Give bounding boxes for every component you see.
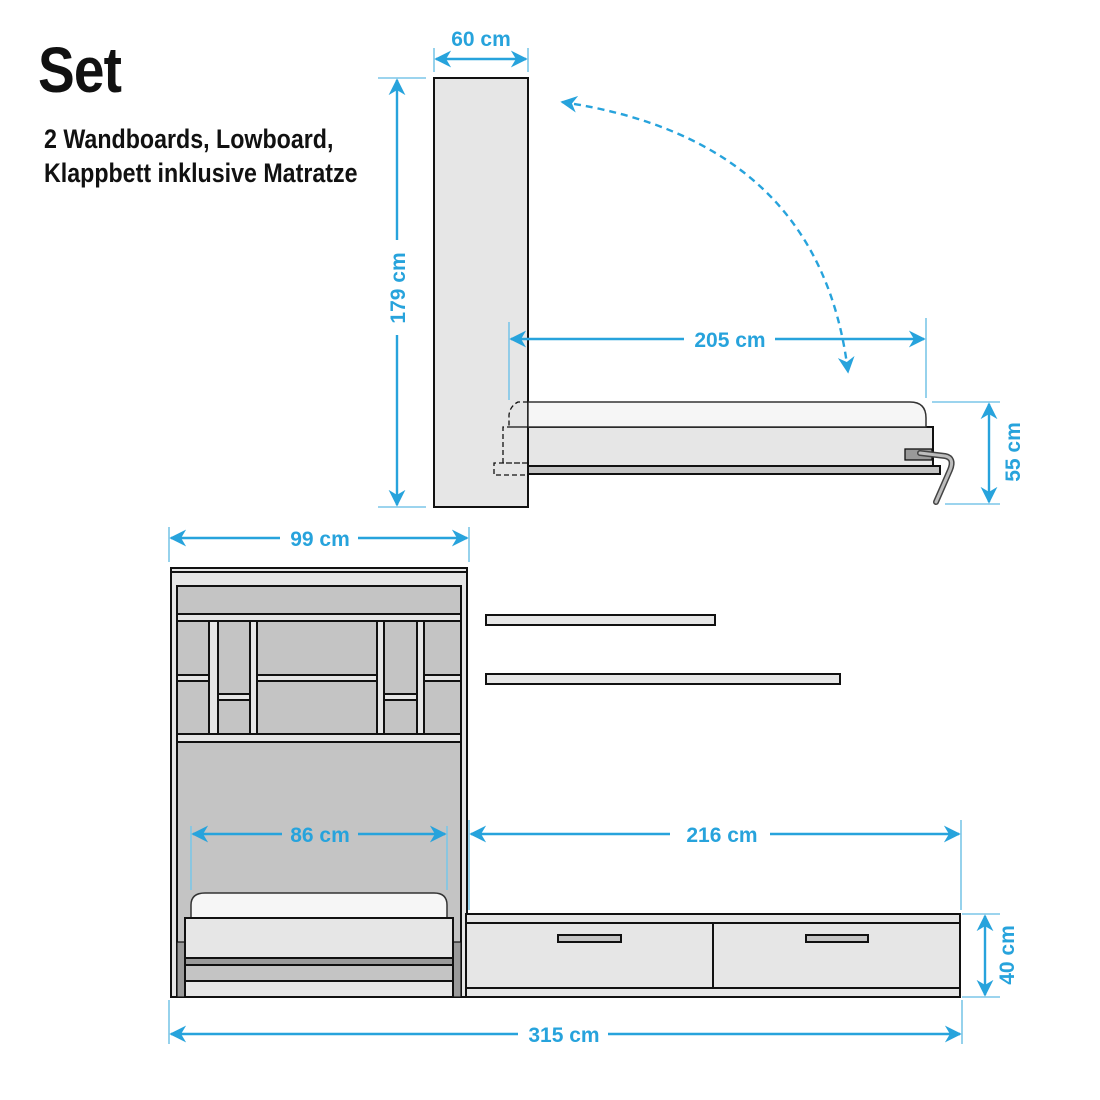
drawer-handle-2 xyxy=(805,934,869,943)
subtitle-line-2: Klappbett inklusive Matratze xyxy=(44,158,358,188)
mattress-front xyxy=(190,892,448,919)
fold-motion-arrow-icon xyxy=(560,95,855,374)
dim-label-cabinet-width: 99 cm xyxy=(290,528,350,551)
bed-base-plate xyxy=(527,465,941,475)
dim-label-lowboard-height: 40 cm xyxy=(996,925,1019,985)
side-view: 60 cm 179 cm 205 cm 55 cm xyxy=(378,28,1025,508)
subtitle-line-1: 2 Wandboards, Lowboard, xyxy=(44,124,334,154)
front-view: 99 cm 86 cm 216 cm 40 cm 315 cm xyxy=(168,527,1019,1047)
hidden-lines xyxy=(493,401,528,476)
set-title: Set xyxy=(38,34,122,106)
dim-label-inner-width: 86 cm xyxy=(290,824,350,847)
set-description: 2 Wandboards, Lowboard, Klappbett inklus… xyxy=(44,122,358,190)
dim-label-height: 179 cm xyxy=(387,252,410,323)
dim-label-depth: 60 cm xyxy=(451,28,511,51)
dim-label-bed-length: 205 cm xyxy=(694,329,765,352)
mattress-side xyxy=(527,401,927,428)
drawer-handle-1 xyxy=(557,934,622,943)
dim-label-bed-height: 55 cm xyxy=(1002,422,1025,482)
bed-frame-side xyxy=(527,426,934,467)
bed-frame-front xyxy=(184,917,454,959)
wandboard-2 xyxy=(485,673,841,685)
dim-label-lowboard-width: 216 cm xyxy=(686,824,757,847)
wandboard-1 xyxy=(485,614,716,626)
dim-label-total-width: 315 cm xyxy=(528,1024,599,1047)
bed-cabinet-side xyxy=(433,77,529,508)
